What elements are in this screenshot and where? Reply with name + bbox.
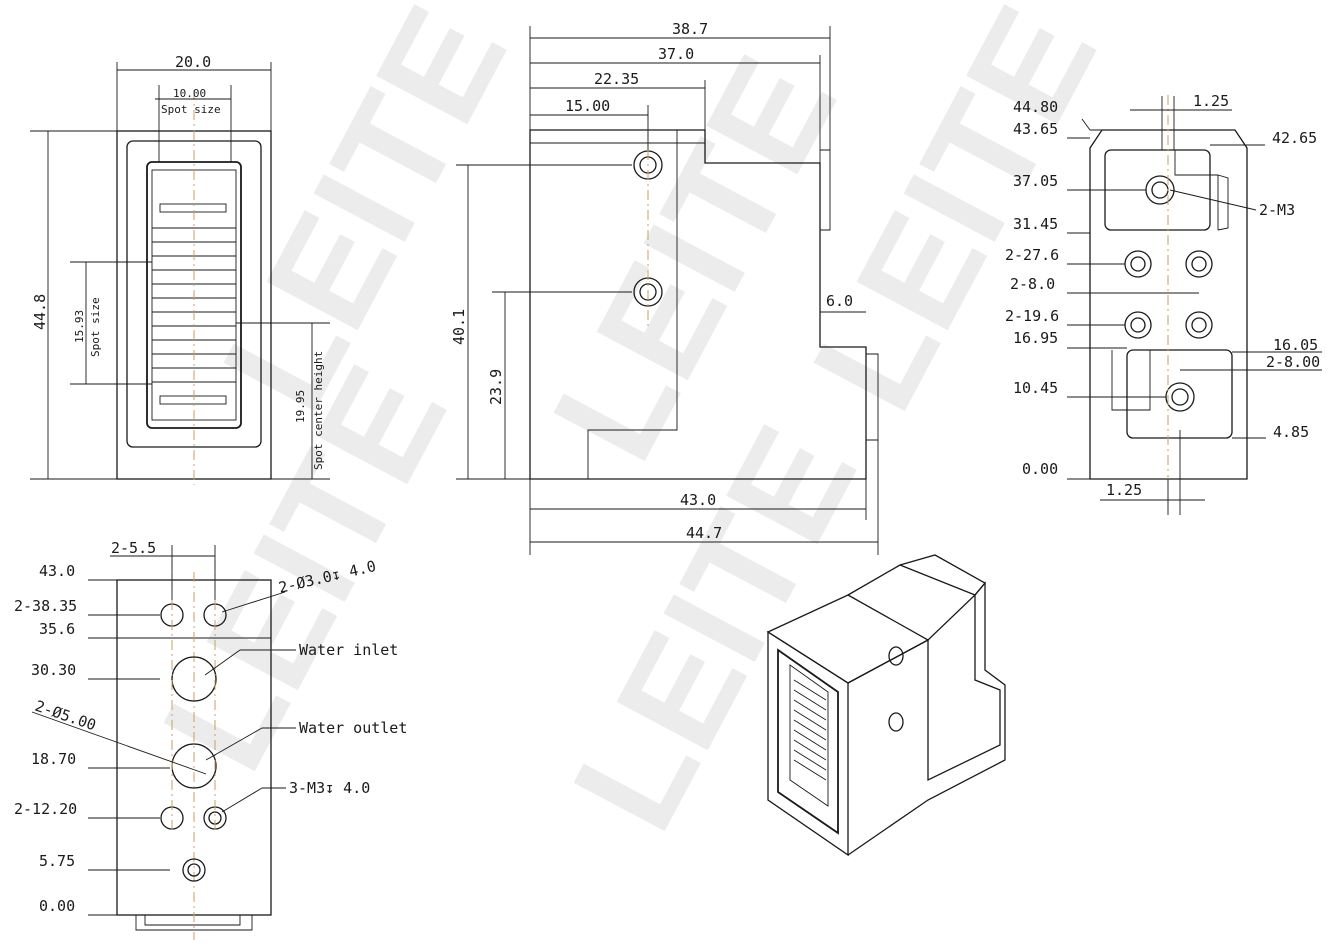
dim-side-step: 6.0 — [826, 292, 853, 310]
spot-center-label: Spot center height — [312, 351, 325, 470]
rear-label-8-0: 2-8.0 — [1010, 275, 1055, 293]
bottom-label-38-35: 2-38.35 — [14, 597, 77, 615]
bottom-label-35-6: 35.6 — [39, 620, 75, 638]
rear-label-42-65: 42.65 — [1272, 129, 1317, 147]
iso-window — [777, 648, 839, 835]
bottom-label-12-20: 2-12.20 — [14, 800, 77, 818]
spot-size-label-v: Spot size — [89, 297, 102, 357]
front-window — [146, 161, 242, 429]
water-inlet-port — [171, 656, 217, 702]
rear-label-43-65: 43.65 — [1013, 120, 1058, 138]
bottom-label-18-70: 18.70 — [31, 750, 76, 768]
rear-label-10-45: 10.45 — [1013, 379, 1058, 397]
bottom-top-dim: 2-5.5 — [111, 539, 156, 557]
rear-label-1-25-bottom: 1.25 — [1106, 481, 1142, 499]
dim-spot-height: 15.93 — [73, 310, 86, 343]
rear-hole-upper-right — [1185, 250, 1213, 278]
side-view: 38.7 37.0 22.35 15.00 40.1 23.9 6.0 43.0… — [450, 20, 879, 555]
rear-label-4-85: 4.85 — [1273, 423, 1309, 441]
front-bottom-bar — [159, 395, 227, 405]
bottom-label-0-00: 0.00 — [39, 897, 75, 915]
side-inner-step — [587, 130, 678, 479]
dim-front-width: 20.0 — [175, 53, 211, 71]
iso-hole-upper — [888, 646, 904, 666]
rear-label-1-25-top: 1.25 — [1193, 92, 1229, 110]
rear-label-37-05: 37.05 — [1013, 172, 1058, 190]
rear-label-16-95: 16.95 — [1013, 329, 1058, 347]
rear-label-19-6: 2-19.6 — [1005, 307, 1059, 325]
watermark-3: LEITE — [780, 0, 1128, 435]
callout-water-inlet: Water inlet — [299, 641, 398, 659]
bottom-diag-label: 2-Ø5.00 — [33, 697, 99, 735]
dim-spot-width: 10.00 — [173, 87, 206, 100]
bottom-hole-5-75 — [182, 858, 206, 882]
rear-label-0-00: 0.00 — [1022, 460, 1058, 478]
dim-side-height-hole: 23.9 — [487, 369, 505, 405]
rear-hole-upper-left — [1124, 250, 1152, 278]
dim-side-top-3: 22.35 — [594, 70, 639, 88]
side-top-connector — [820, 149, 831, 231]
dim-spot-center: 19.95 — [294, 390, 307, 423]
dim-side-top-2: 37.0 — [658, 45, 694, 63]
rear-label-27-6: 2-27.6 — [1005, 246, 1059, 264]
iso-hole-lower — [888, 712, 904, 732]
rear-label-2-m3: 2-M3 — [1259, 201, 1295, 219]
rear-view: 44.80 43.65 37.05 31.45 2-27.6 2-8.0 2-1… — [1005, 92, 1322, 515]
rear-label-31-45: 31.45 — [1013, 215, 1058, 233]
bottom-label-43-0: 43.0 — [39, 562, 75, 580]
front-view: 20.0 10.00 Spot size 44.8 15.93 Spot siz… — [30, 53, 330, 485]
rear-label-44-80: 44.80 — [1013, 98, 1058, 116]
bottom-label-5-75: 5.75 — [39, 852, 75, 870]
dim-side-top-4: 15.00 — [565, 97, 610, 115]
rear-hole-lower-left — [1124, 311, 1152, 339]
front-bezel — [126, 140, 262, 448]
side-bottom-connector — [866, 353, 879, 441]
dim-side-bottom-2: 44.7 — [686, 524, 722, 542]
rear-label-16-05: 16.05 — [1273, 336, 1318, 354]
dim-side-height-total: 40.1 — [450, 309, 468, 345]
dim-side-top-1: 38.7 — [672, 20, 708, 38]
rear-hole-top — [1145, 175, 1175, 205]
rear-label-2-8-00: 2-8.00 — [1266, 353, 1320, 371]
bottom-label-30-30: 30.30 — [31, 661, 76, 679]
callout-water-outlet: Water outlet — [299, 719, 407, 737]
watermark-group: LEITE LEITE LEITE LEITE LEITE — [130, 0, 1128, 855]
dim-side-bottom-1: 43.0 — [680, 491, 716, 509]
dim-front-height: 44.8 — [31, 294, 49, 330]
rear-bottom-recess — [1126, 349, 1233, 439]
watermark-5: LEITE — [540, 401, 888, 855]
spot-size-label: Spot size — [161, 103, 221, 116]
rear-hole-bottom — [1165, 382, 1195, 412]
side-body-outline — [529, 129, 867, 480]
front-top-bar — [159, 203, 227, 213]
rear-hole-lower-right — [1185, 311, 1213, 339]
isometric-view — [766, 554, 1006, 857]
callout-m3-thread: 3-M3↧ 4.0 — [289, 779, 370, 797]
